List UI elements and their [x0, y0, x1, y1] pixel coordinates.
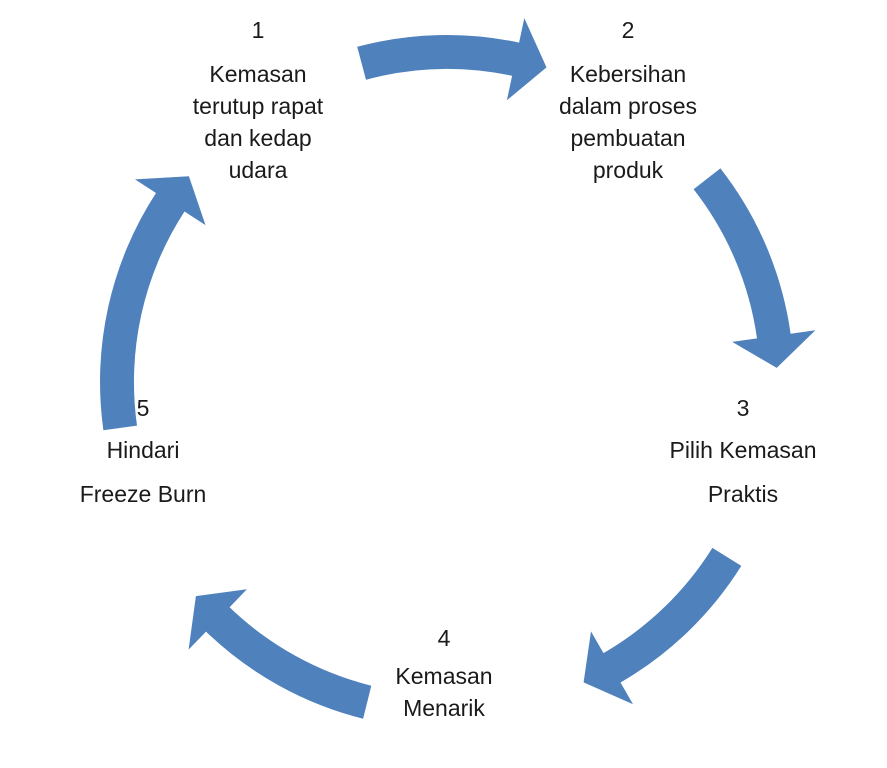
node-3-line-1: Pilih Kemasan — [669, 437, 817, 463]
cycle-arrow-3-to-4 — [583, 547, 742, 705]
cycle-node-2: 2 Kebersihan dalam proses pembuatan prod… — [528, 14, 728, 186]
cycle-node-4: 4 Kemasan Menarik — [344, 622, 544, 724]
node-2-line-4: produk — [592, 157, 664, 183]
node-1-line-2: terutup rapat — [192, 93, 324, 119]
node-5-line-1: Hindari — [106, 437, 180, 463]
node-4-line-2: Menarik — [403, 695, 485, 721]
cycle-node-5: 5 Hindari Freeze Burn — [43, 392, 243, 516]
node-3-number: 3 — [736, 395, 750, 421]
node-2-line-2: dalam proses — [558, 93, 698, 119]
node-3-line-2: Praktis — [707, 481, 779, 507]
cycle-node-1: 1 Kemasan terutup rapat dan kedap udara — [158, 14, 358, 186]
node-5-number: 5 — [136, 395, 150, 421]
node-4-line-1: Kemasan — [395, 663, 493, 689]
node-2-number: 2 — [621, 17, 635, 43]
cycle-arrow-1-to-2 — [357, 18, 547, 101]
node-4-number: 4 — [437, 625, 451, 651]
node-2-line-3: pembuatan — [570, 125, 686, 151]
cycle-arrow-5-to-1 — [100, 176, 206, 431]
node-1-number: 1 — [251, 17, 265, 43]
node-5-line-2: Freeze Burn — [79, 481, 207, 507]
node-2-line-1: Kebersihan — [569, 61, 687, 87]
node-1-line-1: Kemasan — [209, 61, 307, 87]
cycle-arrow-4-to-5 — [188, 589, 372, 719]
node-1-line-3: dan kedap — [204, 125, 312, 151]
cycle-arrow-2-to-3 — [693, 168, 816, 368]
node-1-line-4: udara — [228, 157, 288, 183]
cycle-node-3: 3 Pilih Kemasan Praktis — [643, 392, 843, 516]
